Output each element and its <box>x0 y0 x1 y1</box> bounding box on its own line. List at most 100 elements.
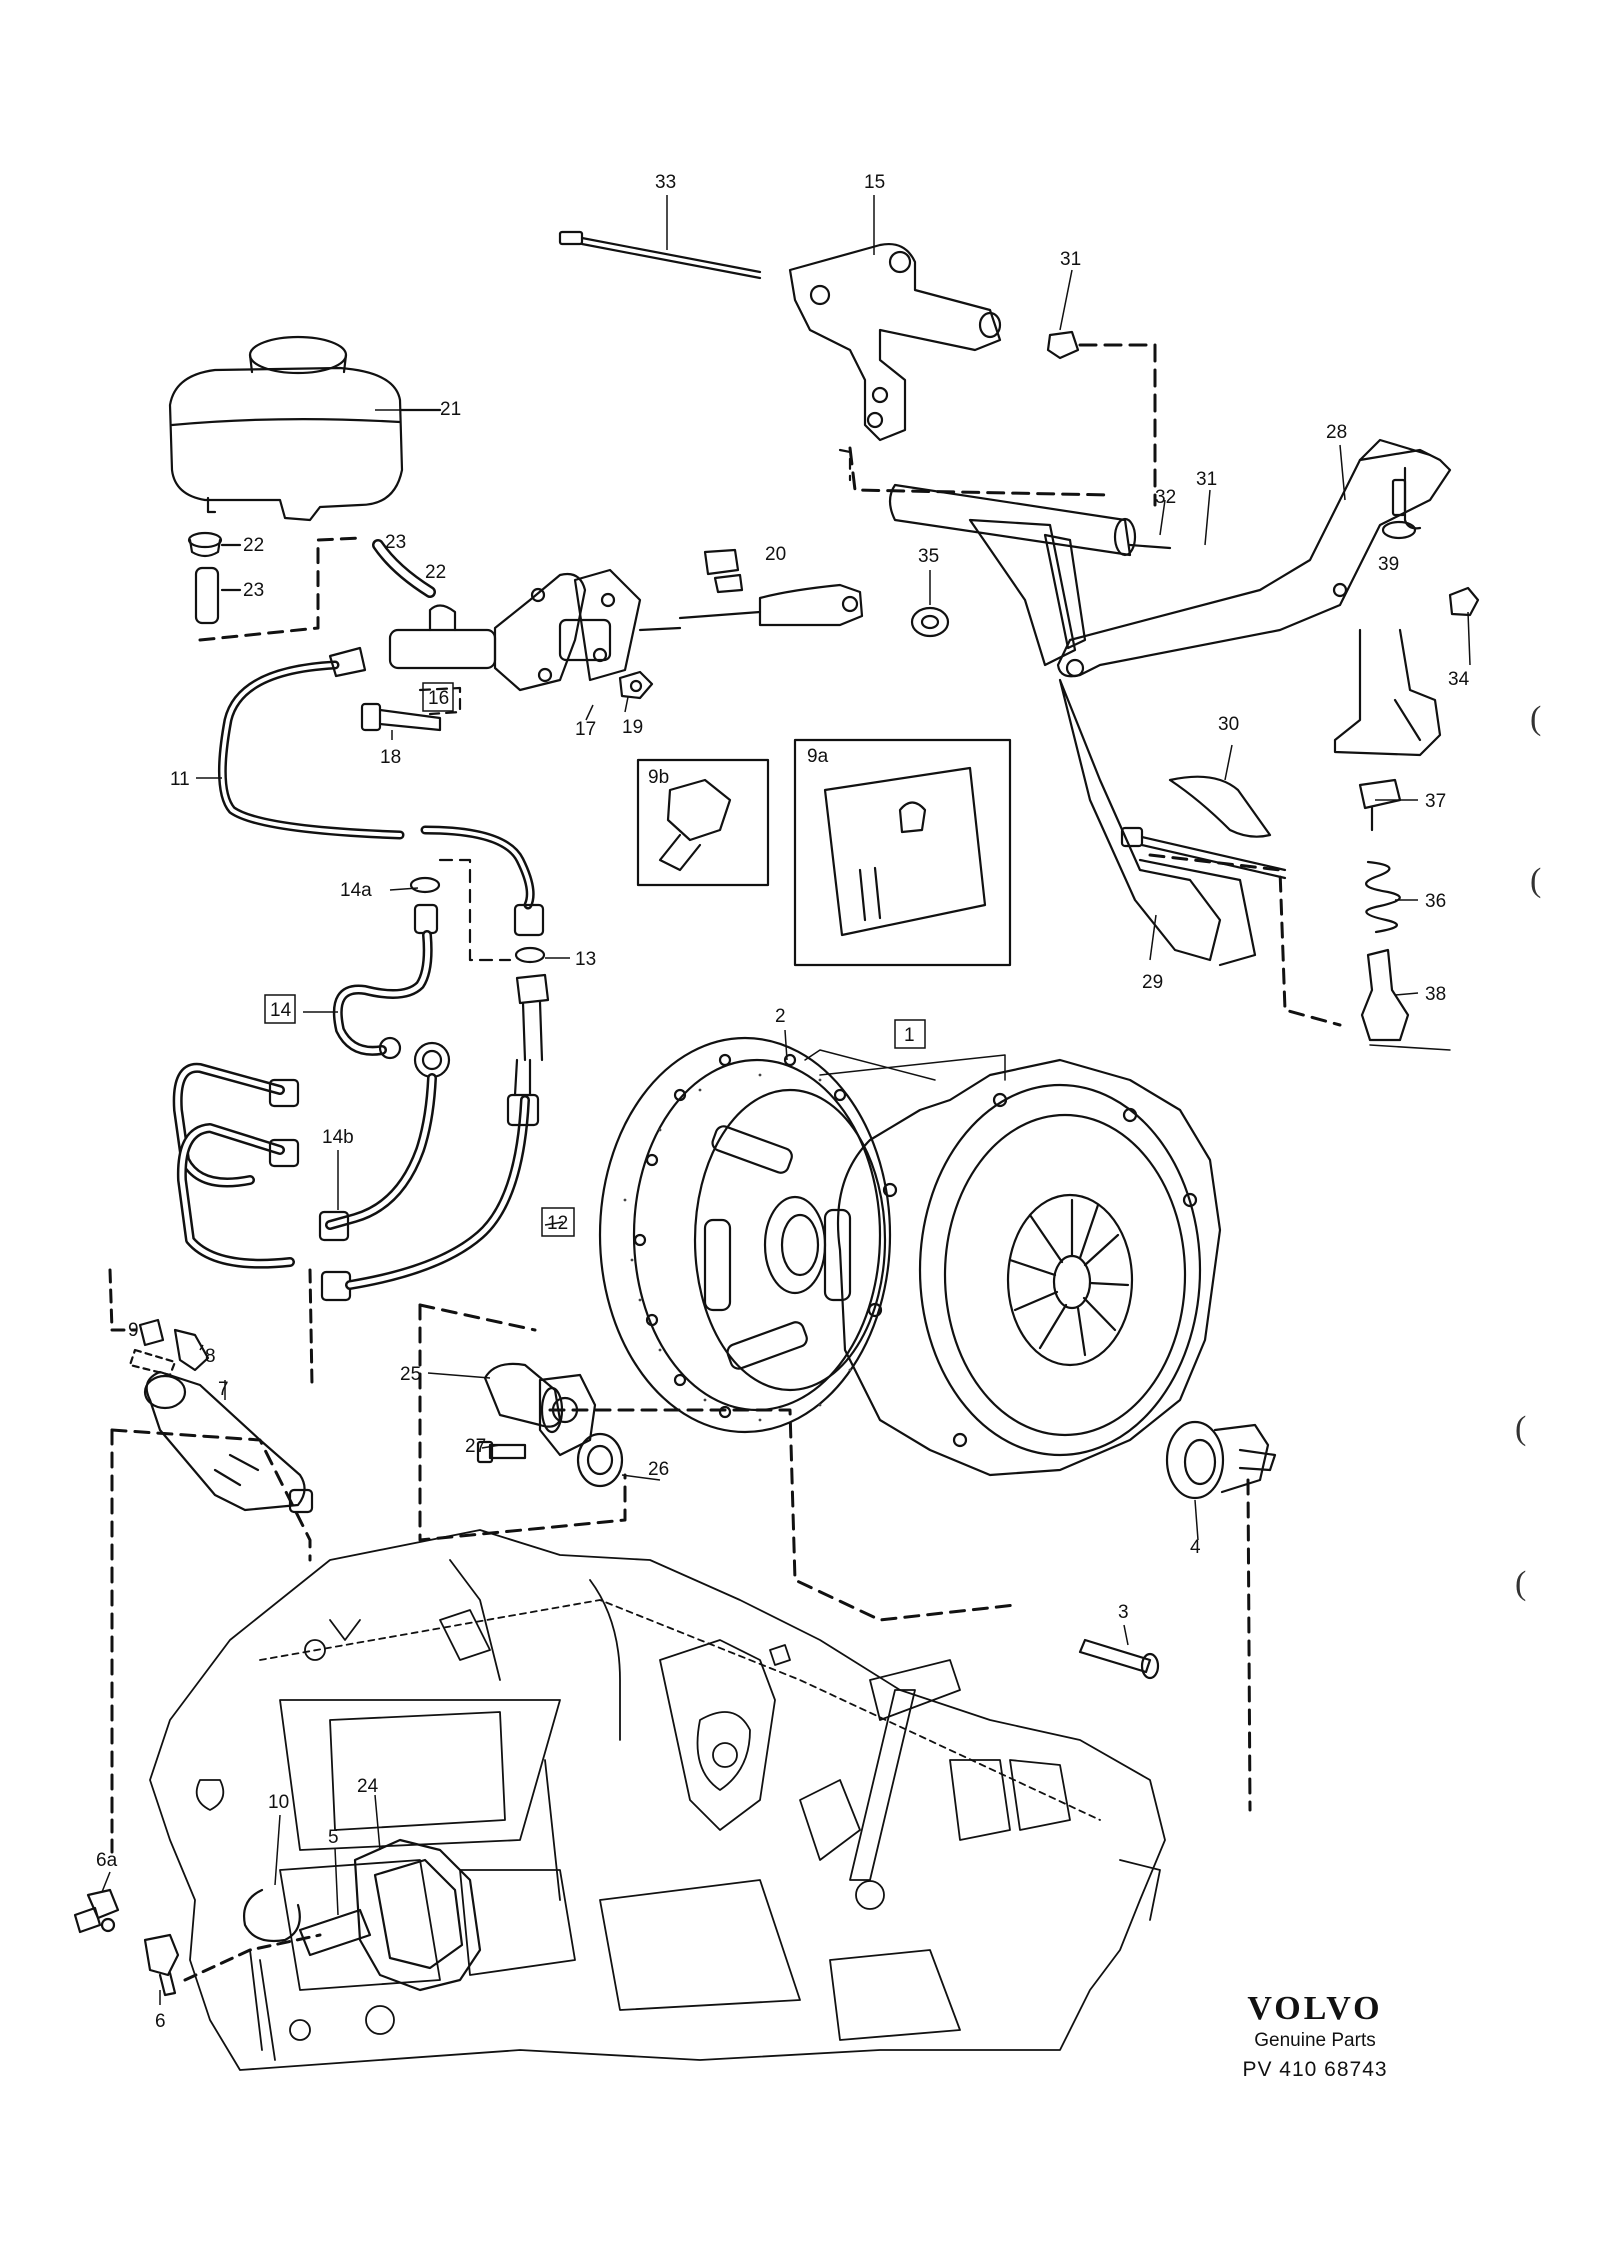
callout-label: 11 <box>170 769 190 790</box>
callout-label: 29 <box>1142 972 1163 993</box>
callout-label: 20 <box>765 544 786 565</box>
grommet <box>187 531 242 558</box>
callout-label: 3 <box>1118 1602 1129 1623</box>
lock-nut <box>1448 586 1480 617</box>
callout-label: 24 <box>357 1776 379 1797</box>
circlip <box>243 1888 301 1943</box>
callout-label: 22 <box>243 535 264 556</box>
callout-label: 10 <box>268 1792 289 1813</box>
bushing <box>910 606 950 638</box>
sensor-connector <box>73 1888 120 1934</box>
callout-label: 31 <box>1060 249 1081 270</box>
callout-label: 4 <box>1190 1537 1201 1558</box>
callout-label: 39 <box>1378 554 1399 575</box>
pedal-shaft <box>888 483 1172 557</box>
callout-label: 12 <box>547 1213 568 1234</box>
callout-label: 14a <box>340 880 372 901</box>
callout-frame-1 <box>894 1019 926 1049</box>
guide-bolt <box>476 1440 527 1464</box>
nut <box>618 670 654 700</box>
pressure-plate-bolt <box>1078 1638 1160 1680</box>
margin-mark: ( <box>1515 1410 1527 1447</box>
callout-label: 7 <box>218 1379 229 1400</box>
pushrod-clevis <box>678 548 864 627</box>
margin-mark: ( <box>1530 700 1542 737</box>
callout-label: 8 <box>205 1346 216 1367</box>
callout-label: 13 <box>575 949 596 970</box>
callout-label: 32 <box>1155 487 1176 508</box>
hose-piece <box>194 566 242 625</box>
spring-seat <box>1360 948 1410 1042</box>
return-spring <box>1365 860 1401 934</box>
clutch-disc <box>598 1036 892 1434</box>
callout-label: 17 <box>575 719 596 740</box>
disc-facing-texture <box>623 1073 852 1422</box>
callout-label: 9a <box>807 746 829 767</box>
gearbox-housing <box>149 1529 1166 2071</box>
clip-nut <box>1046 330 1080 360</box>
pedal-lever-assembly <box>968 438 1452 967</box>
callout-label: 35 <box>918 546 939 567</box>
slave-cylinder <box>143 1370 314 1514</box>
bolt <box>360 702 442 732</box>
callout-label: 31 <box>1196 469 1217 490</box>
callout-label: 14 <box>270 1000 292 1021</box>
callout-label: 6 <box>155 2011 166 2032</box>
callout-label: 19 <box>622 717 643 738</box>
callout-label: 6a <box>96 1850 118 1871</box>
pedal-stop-pin <box>1120 826 1287 880</box>
callout-label: 14b <box>322 1127 354 1148</box>
inset-9a-box <box>793 738 1012 967</box>
adjuster-bolt <box>1381 478 1417 540</box>
brand-block: VOLVO Genuine Parts PV 410 68743 <box>1215 1990 1415 2082</box>
callout-label: 15 <box>864 172 885 193</box>
spring-cap <box>1358 778 1402 832</box>
callout-label: 2 <box>775 1006 786 1027</box>
release-fork <box>298 1838 482 1992</box>
callout-label: 23 <box>385 532 406 553</box>
through-bolt <box>558 230 762 280</box>
release-bearing <box>1165 1420 1277 1500</box>
callout-label: 27 <box>465 1436 486 1457</box>
callout-label: 37 <box>1425 791 1446 812</box>
brand-subtitle: Genuine Parts <box>1254 2030 1376 2051</box>
bleed-nipple <box>128 1318 210 1377</box>
callout-label: 5 <box>328 1827 339 1848</box>
callout-frame-16 <box>422 682 454 712</box>
banjo-fitting <box>413 903 550 1062</box>
callout-label: 38 <box>1425 984 1446 1005</box>
callout-label: 25 <box>400 1364 421 1385</box>
hydraulic-line <box>217 646 545 937</box>
callout-label: 16 <box>428 688 449 709</box>
sealing-washer <box>409 876 546 964</box>
oil-seal <box>576 1432 624 1488</box>
callout-frame-12 <box>541 1207 575 1237</box>
inset-9b-box <box>636 758 770 887</box>
volvo-logo: VOLVO <box>1247 1990 1383 2027</box>
callout-label: 1 <box>904 1025 915 1046</box>
hose-loops <box>172 1062 352 1302</box>
callout-label: 30 <box>1218 714 1239 735</box>
callout-label: 18 <box>380 747 401 768</box>
callout-label: 36 <box>1425 891 1446 912</box>
diagram-code: PV 410 68743 <box>1242 2058 1388 2081</box>
pedal-pad <box>1168 775 1272 838</box>
margin-mark: ( <box>1515 1565 1527 1602</box>
margin-mark: ( <box>1530 862 1542 899</box>
callout-labels: 33 15 31 21 23 22 22 23 20 35 32 31 28 3… <box>96 172 1470 2032</box>
position-sensor <box>143 1933 180 1997</box>
master-cylinder <box>388 568 682 692</box>
flex-hose <box>325 930 451 1230</box>
callout-label: 34 <box>1448 669 1470 690</box>
callout-label: 9 <box>128 1320 139 1341</box>
callout-label: 28 <box>1326 422 1347 443</box>
callout-frame-14 <box>264 994 296 1024</box>
rigid-pipe-12 <box>345 1058 540 1290</box>
callout-label: 9b <box>648 767 669 788</box>
fluid-reservoir <box>168 335 442 522</box>
callout-label: 26 <box>648 1459 669 1480</box>
callout-label: 21 <box>440 399 461 420</box>
callout-label: 23 <box>243 580 264 601</box>
pedal-bracket <box>788 243 1002 442</box>
